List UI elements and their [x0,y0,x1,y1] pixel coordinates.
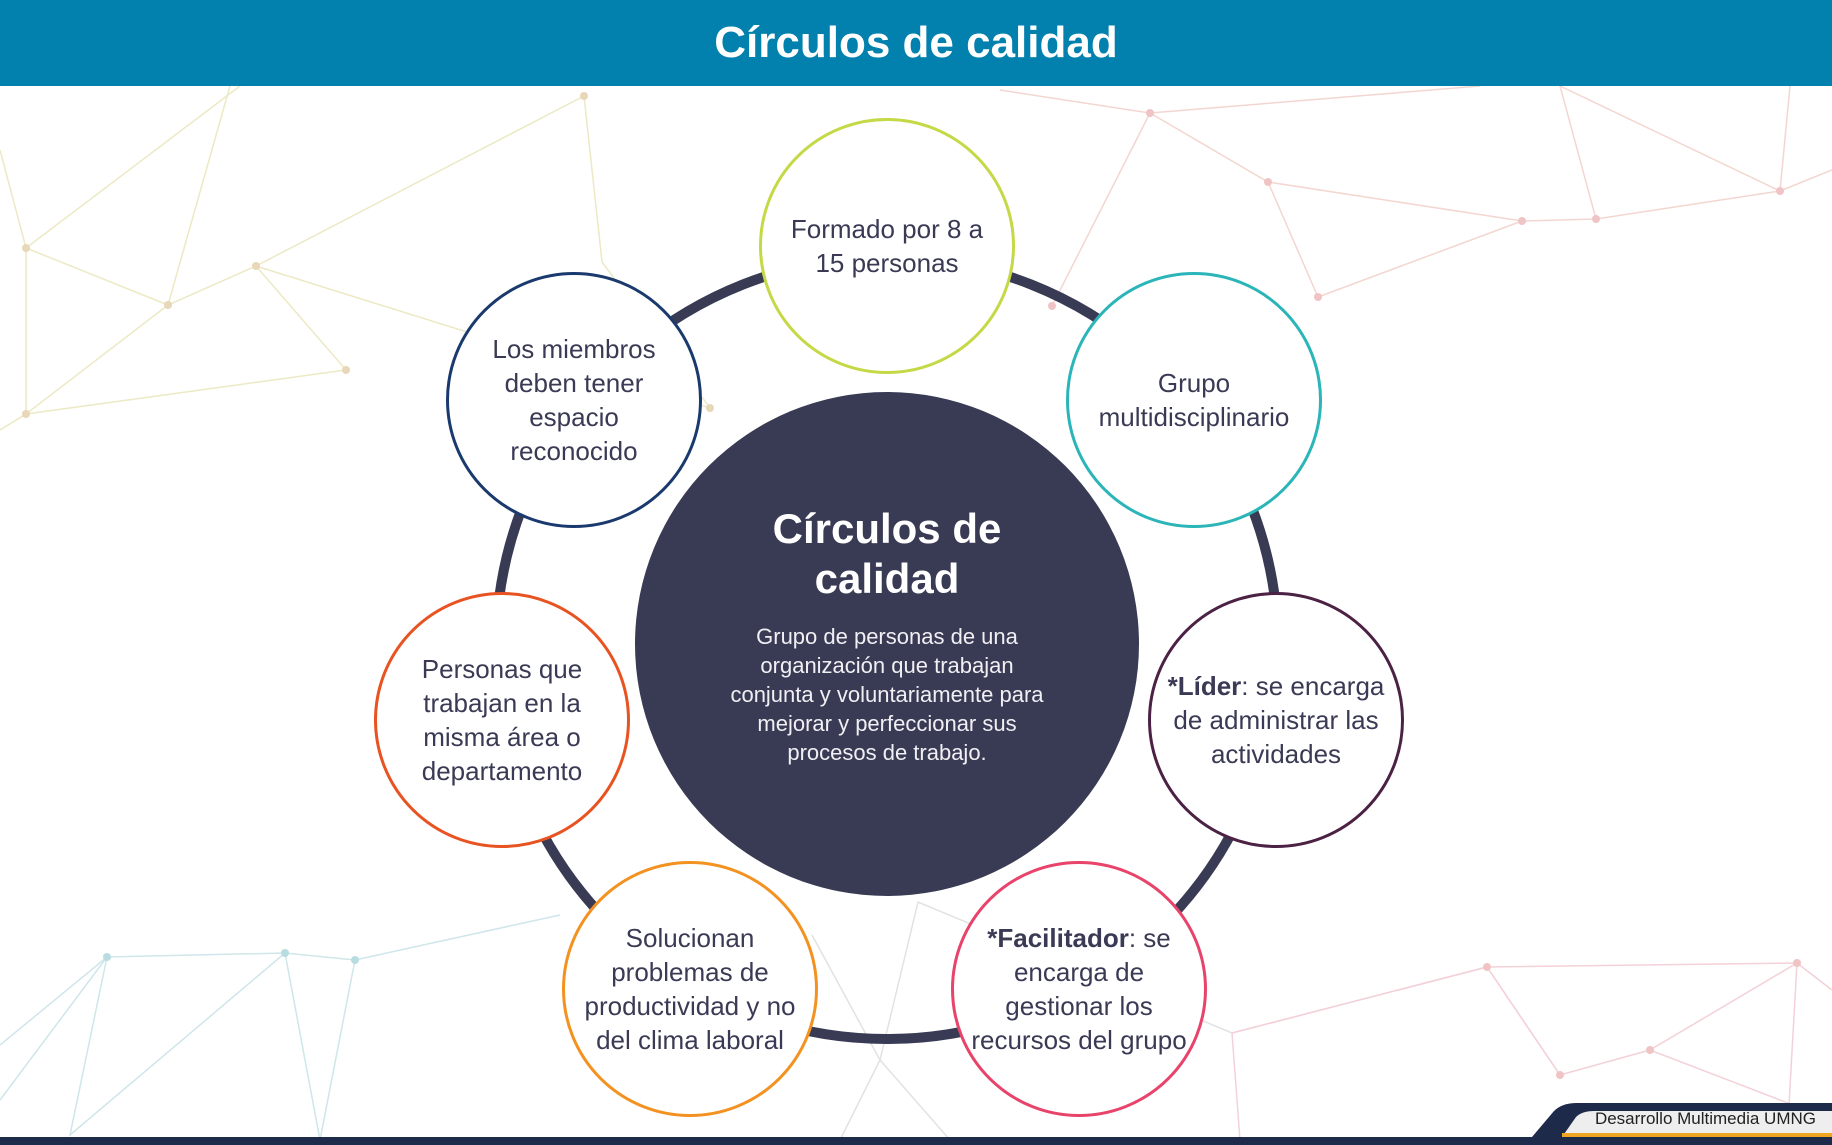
footer-bar [0,1137,1832,1145]
node-text: *Facilitador: se encarga de gestionar lo… [968,921,1190,1057]
node-same-area: Personas que trabajan en la misma área o… [374,592,630,848]
node-text: Formado por 8 a 15 personas [790,214,984,278]
central-description: Grupo de personas de una organización qu… [730,624,1044,765]
credit-badge-shape [1532,1103,1832,1137]
node-text: Los miembros deben tener espacio reconoc… [492,334,656,466]
node-facilitator: *Facilitador: se encarga de gestionar lo… [951,861,1207,1117]
node-text: Solucionan problemas de productividad y … [584,923,796,1055]
node-recognized-space: Los miembros deben tener espacio reconoc… [446,272,702,528]
node-problem-solving: Solucionan problemas de productividad y … [562,861,818,1117]
node-bold-label: *Líder [1167,671,1242,701]
node-text: *Líder: se encarga de administrar las ac… [1165,669,1387,771]
node-text-rest: : se encarga de gestionar los recursos d… [971,923,1187,1055]
node-bold-label: *Facilitador [987,923,1129,953]
node-leader: *Líder: se encarga de administrar las ac… [1148,592,1404,848]
node-multidisciplinary: Grupo multidisciplinario [1066,272,1322,528]
central-title: Círculos de calidad [772,505,1002,602]
footer-credit-text: Desarrollo Multimedia UMNG [1594,1109,1816,1128]
node-text-rest: : se encarga de administrar las activida… [1173,671,1385,769]
node-text: Personas que trabajan en la misma área o… [421,654,583,786]
node-text: Grupo multidisciplinario [1098,368,1290,432]
footer-credit-badge: Desarrollo Multimedia UMNG [1532,1103,1832,1137]
header-bar: Círculos de calidad [0,0,1832,86]
page-title: Círculos de calidad [714,18,1118,67]
node-group-size: Formado por 8 a 15 personas [759,118,1015,374]
central-concept-circle: Círculos de calidad Grupo de personas de… [635,392,1139,896]
